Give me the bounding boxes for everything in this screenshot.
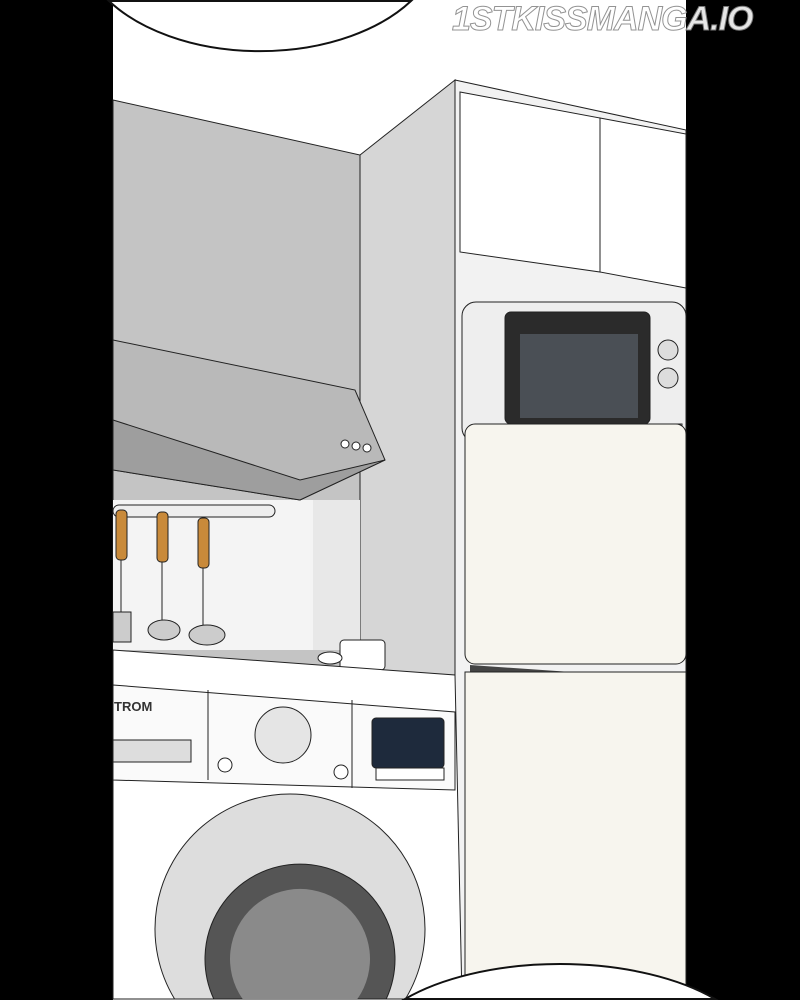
watermark: 1STKISSMANGA.IO: [451, 0, 753, 39]
upper-cabinet-door: [459, 91, 601, 273]
fridge-top-door: [464, 423, 687, 665]
utensils: [112, 509, 226, 646]
washer-dial: [254, 706, 312, 764]
washer-display: [371, 717, 445, 769]
washer-drum-inner: [229, 888, 370, 999]
microwave-dial: [657, 367, 679, 389]
range-hood-buttons: [340, 439, 372, 453]
side-wall: [359, 78, 456, 681]
range-hood-bottom: [112, 419, 386, 501]
microwave: [461, 301, 687, 443]
upper-cabinet-door: [599, 117, 687, 289]
cup: [339, 639, 386, 671]
fridge-bottom-door: [464, 671, 687, 1000]
cup-lid: [317, 651, 343, 665]
utensil-rail: [112, 504, 276, 518]
backsplash-left: [113, 500, 313, 650]
speech-bubble-bottom: [401, 963, 719, 1000]
washing-machine: TROM: [112, 649, 463, 1000]
microwave-dial: [657, 339, 679, 361]
washer-brand: TROM: [114, 699, 152, 714]
speech-bubble-top: [106, 0, 414, 53]
backsplash: [310, 500, 360, 650]
